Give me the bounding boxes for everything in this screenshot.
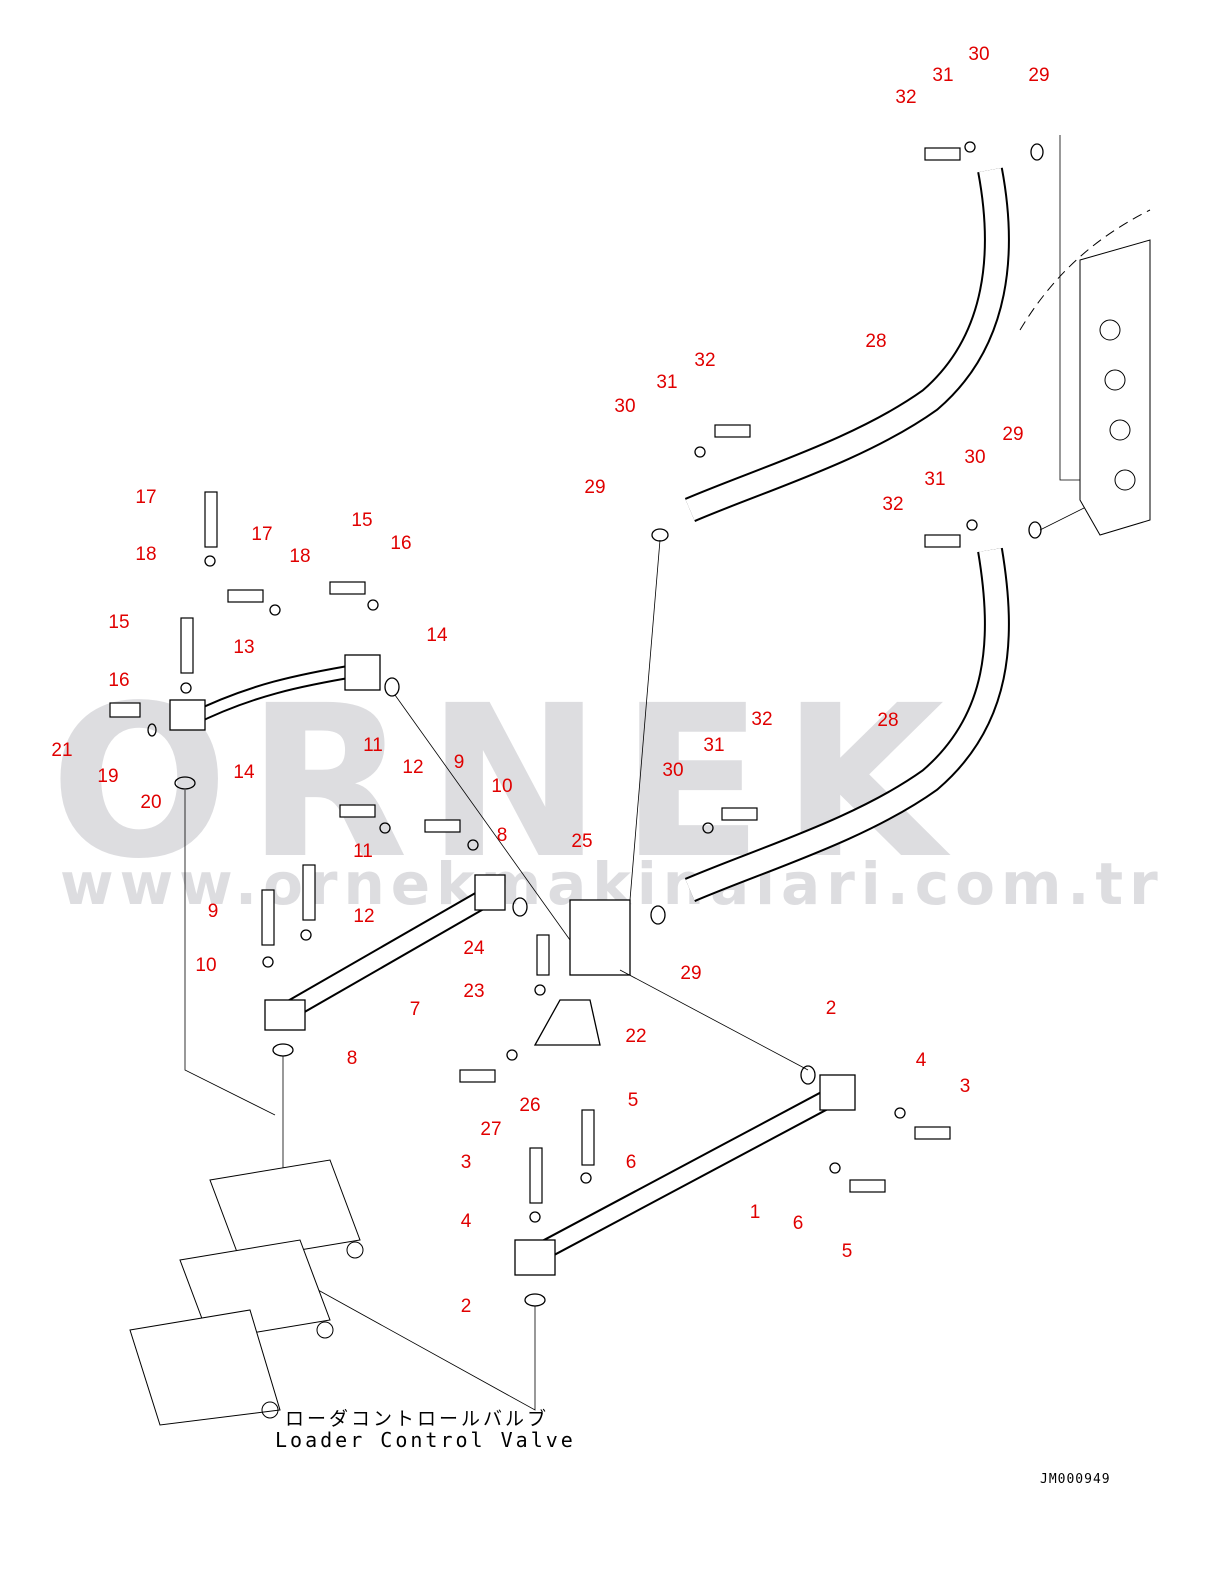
part-label: 30 (968, 44, 990, 65)
part-label: 29 (1028, 65, 1050, 86)
part-label: 31 (703, 735, 725, 756)
part-label: 13 (233, 637, 255, 658)
part-label: 29 (584, 477, 606, 498)
part-label: 9 (453, 752, 465, 773)
part-label: 18 (135, 544, 157, 565)
part-label: 17 (251, 524, 273, 545)
caption-english: Loader Control Valve (275, 1428, 576, 1452)
part-label: 9 (207, 901, 219, 922)
part-label: 32 (751, 709, 773, 730)
part-label: 28 (865, 331, 887, 352)
part-label: 30 (614, 396, 636, 417)
part-label: 11 (353, 841, 373, 862)
part-label: 8 (496, 825, 508, 846)
part-label: 21 (51, 740, 73, 761)
part-label: 31 (932, 65, 954, 86)
caption-japanese: ローダコントロールバルブ (285, 1408, 550, 1430)
part-label: 14 (233, 762, 255, 783)
part-label: 31 (656, 372, 678, 393)
part-label: 10 (195, 955, 217, 976)
part-label: 15 (108, 612, 130, 633)
part-label: 8 (346, 1048, 358, 1069)
part-label: 5 (841, 1241, 853, 1262)
part-label: 16 (108, 670, 130, 691)
part-label: 23 (463, 981, 485, 1002)
loader-control-valve (129, 1159, 364, 1426)
part-label: 29 (680, 963, 702, 984)
part-label: 28 (877, 710, 899, 731)
part-label: 32 (882, 494, 904, 515)
part-label: 3 (460, 1152, 472, 1173)
part-label: 24 (463, 938, 485, 959)
part-label: 17 (135, 487, 157, 508)
part-label: 4 (460, 1211, 472, 1232)
part-label: 10 (491, 776, 513, 797)
part-label: 32 (694, 350, 716, 371)
part-label: 15 (351, 510, 373, 531)
part-label: 5 (627, 1090, 639, 1111)
part-label: 32 (895, 87, 917, 108)
part-label: 4 (915, 1050, 927, 1071)
part-label: 7 (409, 999, 421, 1020)
part-label: 12 (402, 757, 424, 778)
part-label: 29 (1002, 424, 1024, 445)
part-label: 3 (959, 1076, 971, 1097)
part-label: 25 (571, 831, 593, 852)
part-label: 18 (289, 546, 311, 567)
part-label: 16 (390, 533, 412, 554)
bracket-22 (533, 999, 601, 1046)
drawing-code: JM000949 (1040, 1472, 1111, 1487)
bolts (109, 147, 961, 1204)
part-label: 6 (792, 1213, 804, 1234)
part-label: 27 (480, 1119, 502, 1140)
part-label: 2 (825, 998, 837, 1019)
part-label: 19 (97, 766, 119, 787)
part-label: 12 (353, 906, 375, 927)
part-label: 2 (460, 1296, 472, 1317)
part-label: 22 (625, 1026, 647, 1047)
part-label: 6 (625, 1152, 637, 1173)
block-25 (569, 899, 631, 976)
part-label: 30 (964, 447, 986, 468)
part-label: 11 (363, 735, 383, 756)
part-label: 1 (749, 1202, 761, 1223)
valve-assembly-right (1019, 209, 1151, 536)
part-label: 26 (519, 1095, 541, 1116)
part-label: 31 (924, 469, 946, 490)
part-label: 14 (426, 625, 448, 646)
part-label: 30 (662, 760, 684, 781)
o-rings (147, 141, 1044, 1307)
part-label: 20 (140, 792, 162, 813)
